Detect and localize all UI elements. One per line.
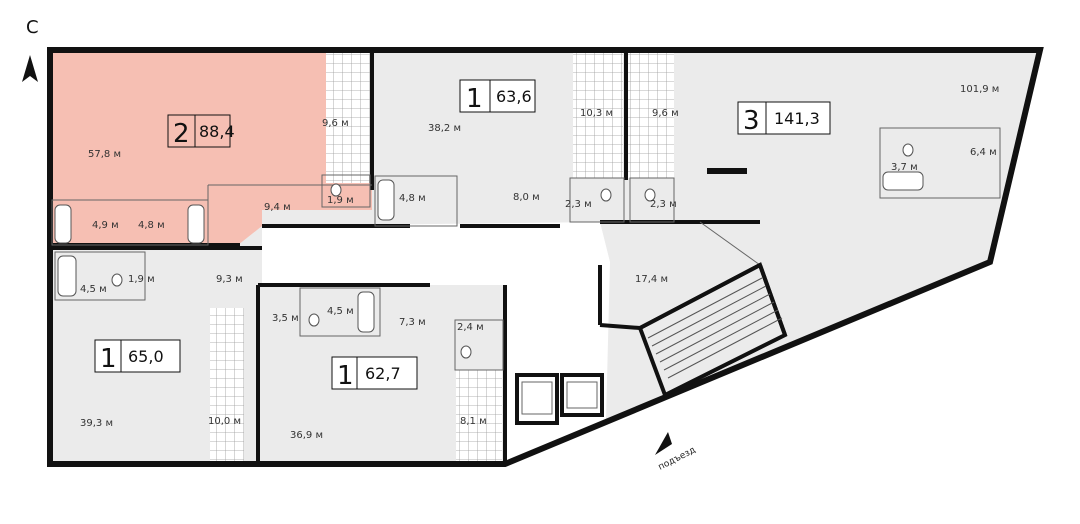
toilet-icon (460, 345, 472, 359)
partition-bar (707, 168, 747, 174)
toilet-icon (111, 273, 123, 287)
toilet-icon (600, 188, 612, 202)
room-labels: 57,8 м 9,6 м 9,4 м 1,9 м 4,9 м 4,8 м 38,… (80, 84, 999, 441)
room-area-label: 3,5 м (272, 313, 299, 324)
apartment-badge[interactable]: 2 88,4 (167, 114, 235, 149)
elevator-icon (560, 373, 604, 417)
room-area-label: 101,9 м (960, 84, 999, 95)
apartment-badge[interactable]: 1 62,7 (331, 356, 418, 391)
bathtub-icon (882, 171, 924, 191)
room-area-label: 57,8 м (88, 149, 121, 160)
kitchen-tiles-apt1b (210, 308, 244, 463)
room-area-label: 4,9 м (92, 220, 119, 231)
apartment-badges[interactable]: 2 88,4 1 63,6 3 141,3 1 65,0 1 62,7 (94, 79, 831, 391)
compass: С (22, 17, 39, 82)
bathtub-icon (357, 291, 375, 333)
outer-walls (47, 47, 1044, 467)
room-area-label: 2,4 м (457, 322, 484, 333)
bathroom-partitions (51, 127, 1001, 371)
elevator-icon (515, 373, 559, 425)
apartment-badge[interactable]: 3 141,3 (737, 101, 831, 136)
room-area-label: 8,0 м (513, 192, 540, 203)
room-area-label: 4,5 м (327, 306, 354, 317)
tiled-areas (210, 53, 674, 463)
kitchen-tiles-apt1a (573, 53, 623, 178)
room-area-label: 39,3 м (80, 418, 113, 429)
north-arrow-icon (22, 55, 38, 82)
room-area-label: 4,8 м (138, 220, 165, 231)
apartment-area: 63,6 (496, 87, 532, 106)
floor-fills (50, 50, 1040, 464)
kitchen-tiles-apt2 (326, 53, 370, 183)
toilet-icon (644, 188, 656, 202)
room-area-label: 17,4 м (635, 274, 668, 285)
apartment-highlight[interactable] (52, 53, 372, 245)
room-area-label: 9,6 м (652, 108, 679, 119)
apartment-area: 88,4 (199, 122, 235, 141)
bathtub-icon (187, 204, 205, 244)
room-area-label: 10,3 м (580, 108, 613, 119)
room-area-label: 4,8 м (399, 193, 426, 204)
toilet-icon (308, 313, 320, 327)
room-area-label: 38,2 м (428, 123, 461, 134)
apartment-area: 62,7 (365, 364, 401, 383)
north-label: С (26, 17, 39, 38)
room-area-label: 9,3 м (216, 274, 243, 285)
apartment-rooms: 2 (173, 119, 190, 149)
bathtub-icon (377, 179, 395, 221)
apartment-rooms: 1 (100, 344, 117, 374)
kitchen-tiles-apt1c (456, 370, 502, 462)
room-area-label: 3,7 м (891, 162, 918, 173)
room-area-label: 1,9 м (327, 195, 354, 206)
room-area-label: 9,6 м (322, 118, 349, 129)
toilet-icon (902, 143, 914, 157)
kitchen-tiles-apt3 (628, 53, 674, 178)
bathtub-icon (54, 204, 72, 244)
entrance-arrow-icon (655, 432, 672, 455)
room-area-label: 36,9 м (290, 430, 323, 441)
room-area-label: 4,5 м (80, 284, 107, 295)
apartment-area: 65,0 (128, 347, 164, 366)
room-area-label: 8,1 м (460, 416, 487, 427)
fixtures (54, 143, 924, 359)
apartment-area: 141,3 (774, 109, 820, 128)
room-area-label: 7,3 м (399, 317, 426, 328)
room-area-label: 9,4 м (264, 202, 291, 213)
apartment-rooms: 1 (466, 84, 483, 114)
stairwell (637, 262, 788, 398)
apartment-rooms: 1 (337, 361, 354, 391)
corridor-floor (262, 222, 610, 464)
toilet-icon (330, 183, 342, 197)
room-area-label: 2,3 м (565, 199, 592, 210)
room-area-label: 10,0 м (208, 416, 241, 427)
apartment-badge[interactable]: 1 63,6 (459, 79, 536, 114)
room-area-label: 1,9 м (128, 274, 155, 285)
apartment-badge[interactable]: 1 65,0 (94, 339, 181, 374)
apartment-rooms: 3 (743, 106, 760, 136)
elevators (515, 373, 604, 425)
room-area-label: 6,4 м (970, 147, 997, 158)
room-area-label: 2,3 м (650, 199, 677, 210)
entrance-marker: подъезд (655, 432, 697, 473)
bathtub-icon (57, 255, 77, 297)
